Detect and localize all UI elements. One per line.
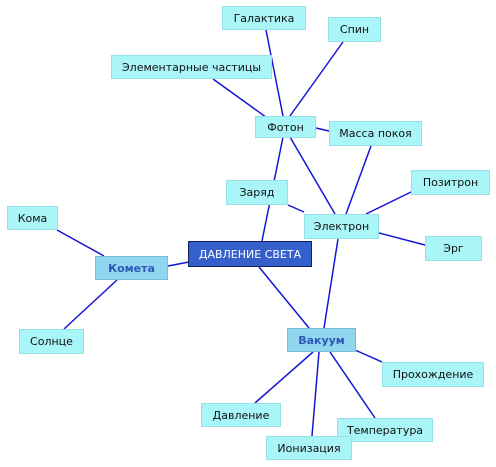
node-elektron[interactable]: Электрон: [304, 214, 379, 239]
node-foton-label: Фотон: [267, 120, 304, 134]
edge-elektron-erg: [378, 232, 426, 246]
node-koma[interactable]: Кома: [7, 206, 58, 230]
node-foton[interactable]: Фотон: [255, 116, 316, 138]
node-erg[interactable]: Эрг: [425, 236, 482, 261]
edge-foton-galaktika: [265, 29, 284, 117]
edge-vakuum-ionizatsiya: [311, 351, 320, 437]
node-erg-label: Эрг: [443, 242, 464, 255]
edge-elektron-pozitron: [365, 191, 412, 215]
edge-foton-spin: [289, 41, 344, 117]
edge-foton-massa: [315, 127, 330, 132]
node-kometa-label: Комета: [108, 261, 155, 275]
edge-kometa-solntse: [63, 279, 118, 330]
node-zaryad[interactable]: Заряд: [226, 180, 288, 205]
edge-center-vakuum: [258, 266, 310, 329]
node-massa[interactable]: Масса покоя: [329, 121, 422, 146]
node-koma-label: Кома: [17, 211, 48, 225]
edge-foton-elementarnye: [212, 78, 271, 121]
node-ionizatsiya-label: Ионизация: [277, 441, 341, 455]
node-prohozhdenie[interactable]: Прохождение: [382, 362, 484, 387]
edge-elektron-massa: [345, 145, 372, 215]
node-spin[interactable]: Спин: [328, 17, 381, 42]
node-temperatura[interactable]: Температура: [337, 418, 433, 442]
node-vakuum-label: Вакуум: [298, 333, 345, 347]
node-ionizatsiya[interactable]: Ионизация: [266, 436, 352, 460]
node-pozitron[interactable]: Позитрон: [411, 170, 490, 195]
node-spin-label: Спин: [339, 23, 370, 36]
node-galaktika[interactable]: Галактика: [222, 6, 306, 30]
central-node-label: ДАВЛЕНИЕ СВЕТА: [198, 247, 302, 261]
node-vakuum[interactable]: Вакуум: [287, 328, 356, 352]
central-node[interactable]: ДАВЛЕНИЕ СВЕТА: [188, 241, 312, 267]
edge-vakuum-temperatura: [329, 351, 376, 419]
node-massa-label: Масса покоя: [339, 127, 412, 140]
node-elementarnye-label: Элементарные частицы: [121, 60, 262, 74]
node-pozitron-label: Позитрон: [422, 176, 479, 189]
node-zaryad-label: Заряд: [239, 186, 275, 199]
edge-foton-elektron: [289, 136, 336, 215]
node-galaktika-label: Галактика: [233, 11, 295, 25]
node-elektron-label: Электрон: [313, 220, 370, 233]
node-elementarnye[interactable]: Элементарные частицы: [111, 55, 272, 79]
node-prohozhdenie-label: Прохождение: [392, 368, 474, 381]
edge-vakuum-davlenie: [254, 351, 314, 404]
edge-center-kometa: [167, 261, 190, 267]
edge-elektron-vakuum: [323, 238, 339, 329]
node-kometa[interactable]: Комета: [95, 256, 168, 280]
node-davlenie-label: Давление: [212, 408, 270, 422]
edge-zaryad-elektron: [287, 204, 305, 213]
edge-vakuum-prohozhdenie: [354, 349, 383, 363]
node-solntse[interactable]: Солнце: [19, 329, 84, 354]
node-davlenie[interactable]: Давление: [201, 403, 281, 427]
edge-kometa-koma: [56, 229, 105, 257]
node-temperatura-label: Температура: [346, 423, 424, 437]
node-solntse-label: Солнце: [30, 335, 73, 348]
